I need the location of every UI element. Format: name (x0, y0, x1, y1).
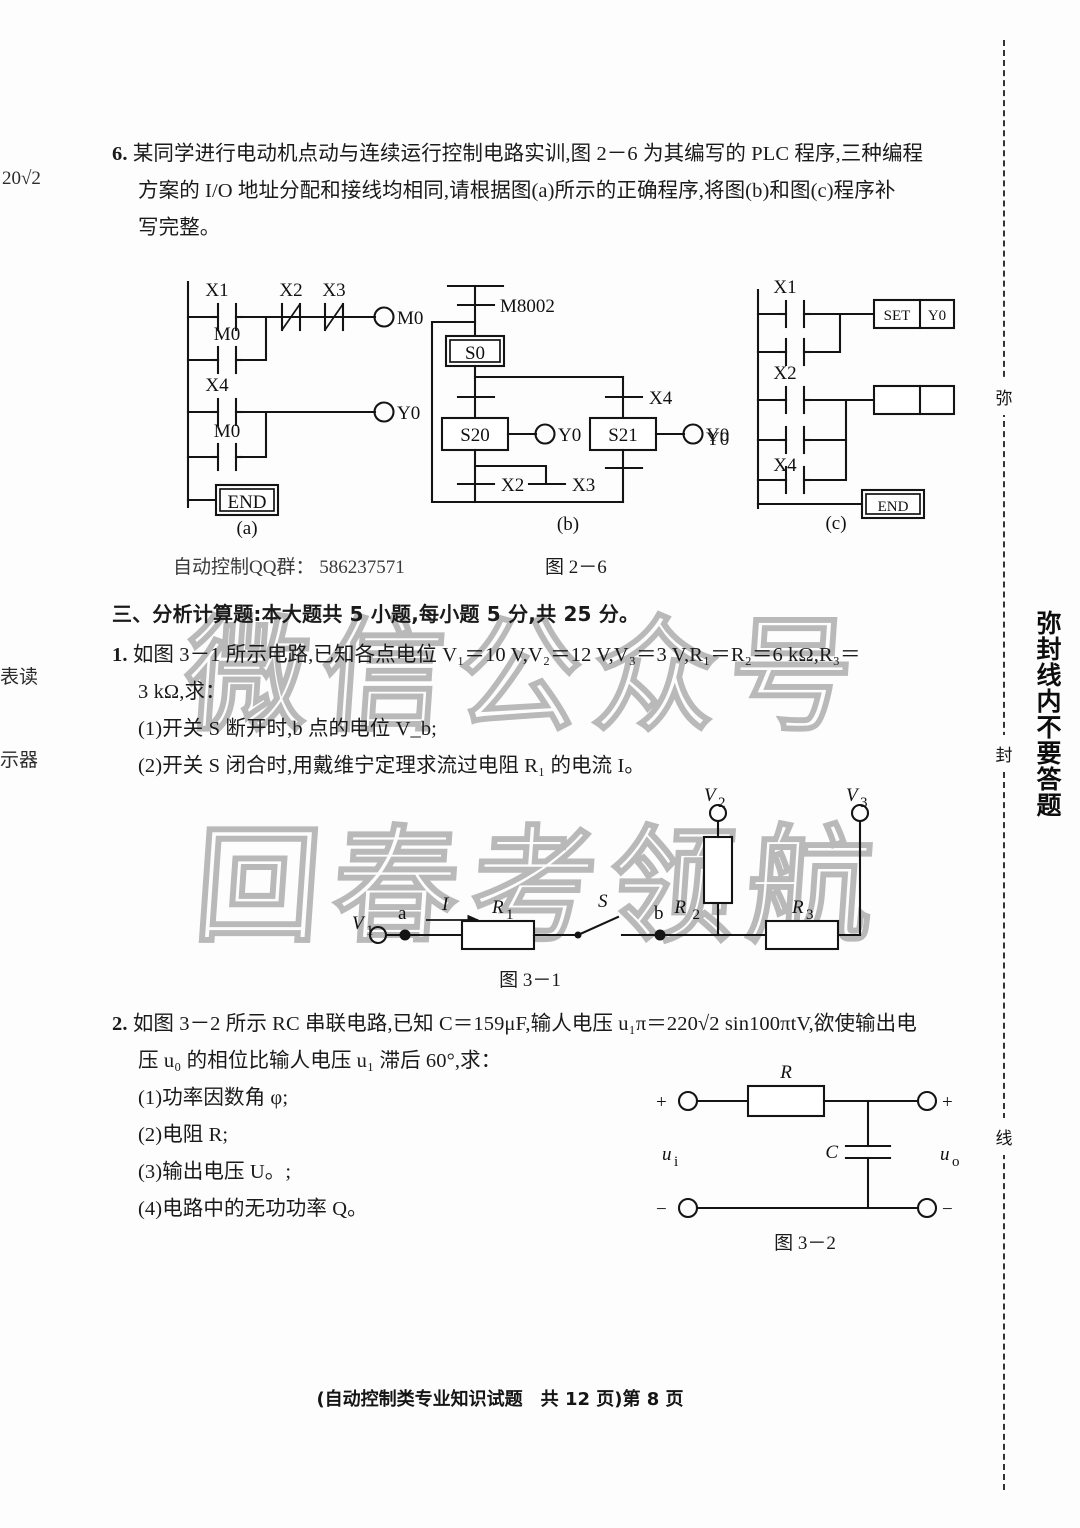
question-6-text-3: 写完整。 (138, 217, 221, 239)
diagram-b-s20-output-label: Y0 (558, 425, 581, 446)
question-6-text-2: 方案的 I/O 地址分配和接线均相同,请根据图(a)所示的正确程序,将图(b)和… (138, 180, 896, 202)
figure-3-1-r3-sub: 3 (806, 907, 814, 923)
diagram-c-set-operand: Y0 (928, 308, 946, 324)
question-2-number: 2. (112, 1013, 128, 1035)
figure-3-1-r2-sub: 2 (693, 907, 701, 923)
diagram-c-x4-label: X4 (773, 455, 797, 476)
figure-2-6-caption: 图 2－6 (545, 557, 607, 578)
diagram-a-coil-m0-label: M0 (397, 308, 423, 329)
question-1-text-2: 3 kΩ,求： (138, 681, 226, 703)
figure-3-2-uo-sub: o (952, 1154, 960, 1170)
diagram-c-end-label: END (878, 499, 909, 515)
question-6-text-1: 某同学进行电动机点动与连续运行控制电路实训,图 2－6 为其编写的 PLC 程序… (132, 143, 924, 165)
figure-3-1-v3-label: V (846, 785, 860, 806)
diagram-b-s20-label: S20 (460, 425, 490, 446)
diagram-a-x1-label: X1 (205, 280, 228, 301)
diagram-c-x1-label: X1 (773, 277, 796, 298)
diagram-a-m0-branch2-label: M0 (214, 421, 240, 442)
diagram-b-s0-label: S0 (465, 343, 485, 364)
figure-3-2-minus-in: − (656, 1199, 667, 1220)
figure-3-1-r1-sub: 1 (506, 907, 514, 923)
figure-3-2: + R + C − − u i u o (640, 1062, 970, 1238)
diagram-b-overflow-y0: Y0 (706, 429, 730, 450)
seal-char-1: 弥 (993, 378, 1015, 415)
figure-3-2-r-label: R (779, 1062, 792, 1083)
diagram-b-x3-label: X3 (572, 475, 595, 496)
figure-3-2-uo-label: u (940, 1144, 950, 1165)
question-2-text-2: 压 u₀ 的相位比输人电压 u₁ 滞后 60°,求： (138, 1050, 502, 1072)
figure-3-1-v3-sub: 3 (860, 795, 868, 811)
question-2: 2. 如图 3－2 所示 RC 串联电路,已知 C＝159μF,输人电压 u₁π… (112, 1006, 992, 1228)
figure-3-1-caption: 图 3－1 (499, 970, 561, 991)
diagram-c-x2-label: X2 (773, 363, 796, 384)
question-1-text-1: 如图 3－1 所示电路,已知各点电位 V₁＝10 V,V₂＝12 V,V₃＝3 … (132, 644, 861, 666)
question-1: 1. 如图 3－1 所示电路,已知各点电位 V₁＝10 V,V₂＝12 V,V₃… (112, 637, 992, 785)
diagram-a-m0-branch-label: M0 (214, 324, 240, 345)
figure-3-1: V 1 a I R 1 S b (330, 785, 890, 980)
question-2-sub-1: (1)功率因数角 φ; (138, 1087, 289, 1109)
figure-3-1-node-b-label: b (654, 903, 664, 924)
content-column: 6. 某同学进行电动机点动与连续运行控制电路实训,图 2－6 为其编写的 PLC… (112, 136, 982, 247)
question-6: 6. 某同学进行电动机点动与连续运行控制电路实训,图 2－6 为其编写的 PLC… (112, 136, 982, 247)
question-2-text-1: 如图 3－2 所示 RC 串联电路,已知 C＝159μF,输人电压 u₁π＝22… (132, 1013, 917, 1035)
diagram-b-s21-label: S21 (608, 425, 638, 446)
diagram-a-x2-label: X2 (279, 280, 302, 301)
diagram-b-caption: (b) (557, 514, 579, 535)
question-1-number: 1. (112, 644, 128, 666)
seal-char-2: 封 (993, 735, 1015, 772)
question-1-sub-1: (1)开关 S 断开时,b 点的电位 V_b; (138, 718, 437, 740)
figure-3-2-minus-out: − (942, 1199, 953, 1220)
figure-3-1-r1-label: R (491, 897, 504, 918)
figure-3-2-plus-in: + (656, 1092, 667, 1113)
figure-3-1-v2-sub: 2 (718, 795, 726, 811)
question-2-sub-4: (4)电路中的无功功率 Q。 (138, 1198, 368, 1220)
bleed-fragment-3: 示器 (0, 750, 39, 771)
qq-group-note: 自动控制QQ群： 586237571 (173, 557, 405, 578)
figure-2-6-diagram-b: M8002 S0 X4 S20 Y0 S21 (428, 272, 729, 535)
question-6-number: 6. (112, 143, 128, 165)
question-1-sub-2: (2)开关 S 闭合时,用戴维宁定理求流过电阻 R₁ 的电流 I。 (138, 755, 645, 777)
figure-2-6-diagram-a: X1 M0 X2 X3 M0 (170, 272, 440, 539)
figure-3-1-current-label: I (441, 894, 450, 915)
diagram-a-end-label: END (227, 492, 266, 513)
figure-2-6-diagram-c: X1 SET Y0 X2 (740, 268, 970, 534)
question-1-line-1: 1. 如图 3－1 所示电路,已知各点电位 V₁＝10 V,V₂＝12 V,V₃… (112, 637, 992, 674)
question-2-sub-2: (2)电阻 R; (138, 1124, 229, 1146)
bleed-fragment-2: 表读 (0, 667, 39, 688)
page-footer: (自动控制类专业知识试题 共 12 页)第 8 页 (316, 1389, 684, 1410)
figure-3-1-switch-label: S (598, 891, 608, 912)
question-2-sub-3: (3)输出电压 U。; (138, 1161, 292, 1183)
figure-3-1-r3-label: R (791, 897, 804, 918)
diagram-b-m8002-label: M8002 (500, 296, 555, 317)
figure-3-1-node-a-label: a (398, 903, 407, 924)
figure-3-2-ui-sub: i (674, 1154, 678, 1170)
diagram-b-x2-label: X2 (501, 475, 524, 496)
figure-3-2-ui-label: u (662, 1144, 672, 1165)
diagram-a-x4-label: X4 (205, 375, 229, 396)
section-3-heading: 三、分析计算题:本大题共 5 小题,每小题 5 分,共 25 分。 (112, 602, 640, 626)
diagram-a-coil-y0-label: Y0 (397, 403, 420, 424)
diagram-b-x4-label: X4 (649, 388, 673, 409)
bleed-fragment-1: 20√2 (2, 168, 41, 189)
question-2-line-1: 2. 如图 3－2 所示 RC 串联电路,已知 C＝159μF,输人电压 u₁π… (112, 1006, 992, 1043)
figure-3-1-v1-sub: 1 (366, 923, 374, 939)
figure-3-2-plus-out: + (942, 1092, 953, 1113)
diagram-b-s21-output-label: Y0 (706, 425, 729, 446)
figure-3-2-caption: 图 3－2 (774, 1233, 836, 1254)
diagram-a-caption: (a) (236, 518, 257, 539)
question-6-line-1: 6. 某同学进行电动机点动与连续运行控制电路实训,图 2－6 为其编写的 PLC… (112, 136, 982, 173)
seal-vertical-notice: 弥封线内不要答题 (1033, 610, 1062, 818)
figure-3-2-c-label: C (825, 1142, 838, 1163)
figure-3-1-v1-label: V (352, 913, 366, 934)
figure-3-1-r2-label: R (673, 897, 686, 918)
seal-char-3: 线 (993, 1118, 1015, 1155)
diagram-c-caption: (c) (825, 513, 846, 534)
figure-3-1-v2-label: V (704, 785, 718, 806)
diagram-a-x3-label: X3 (322, 280, 345, 301)
diagram-c-set-instruction: SET (884, 308, 911, 324)
